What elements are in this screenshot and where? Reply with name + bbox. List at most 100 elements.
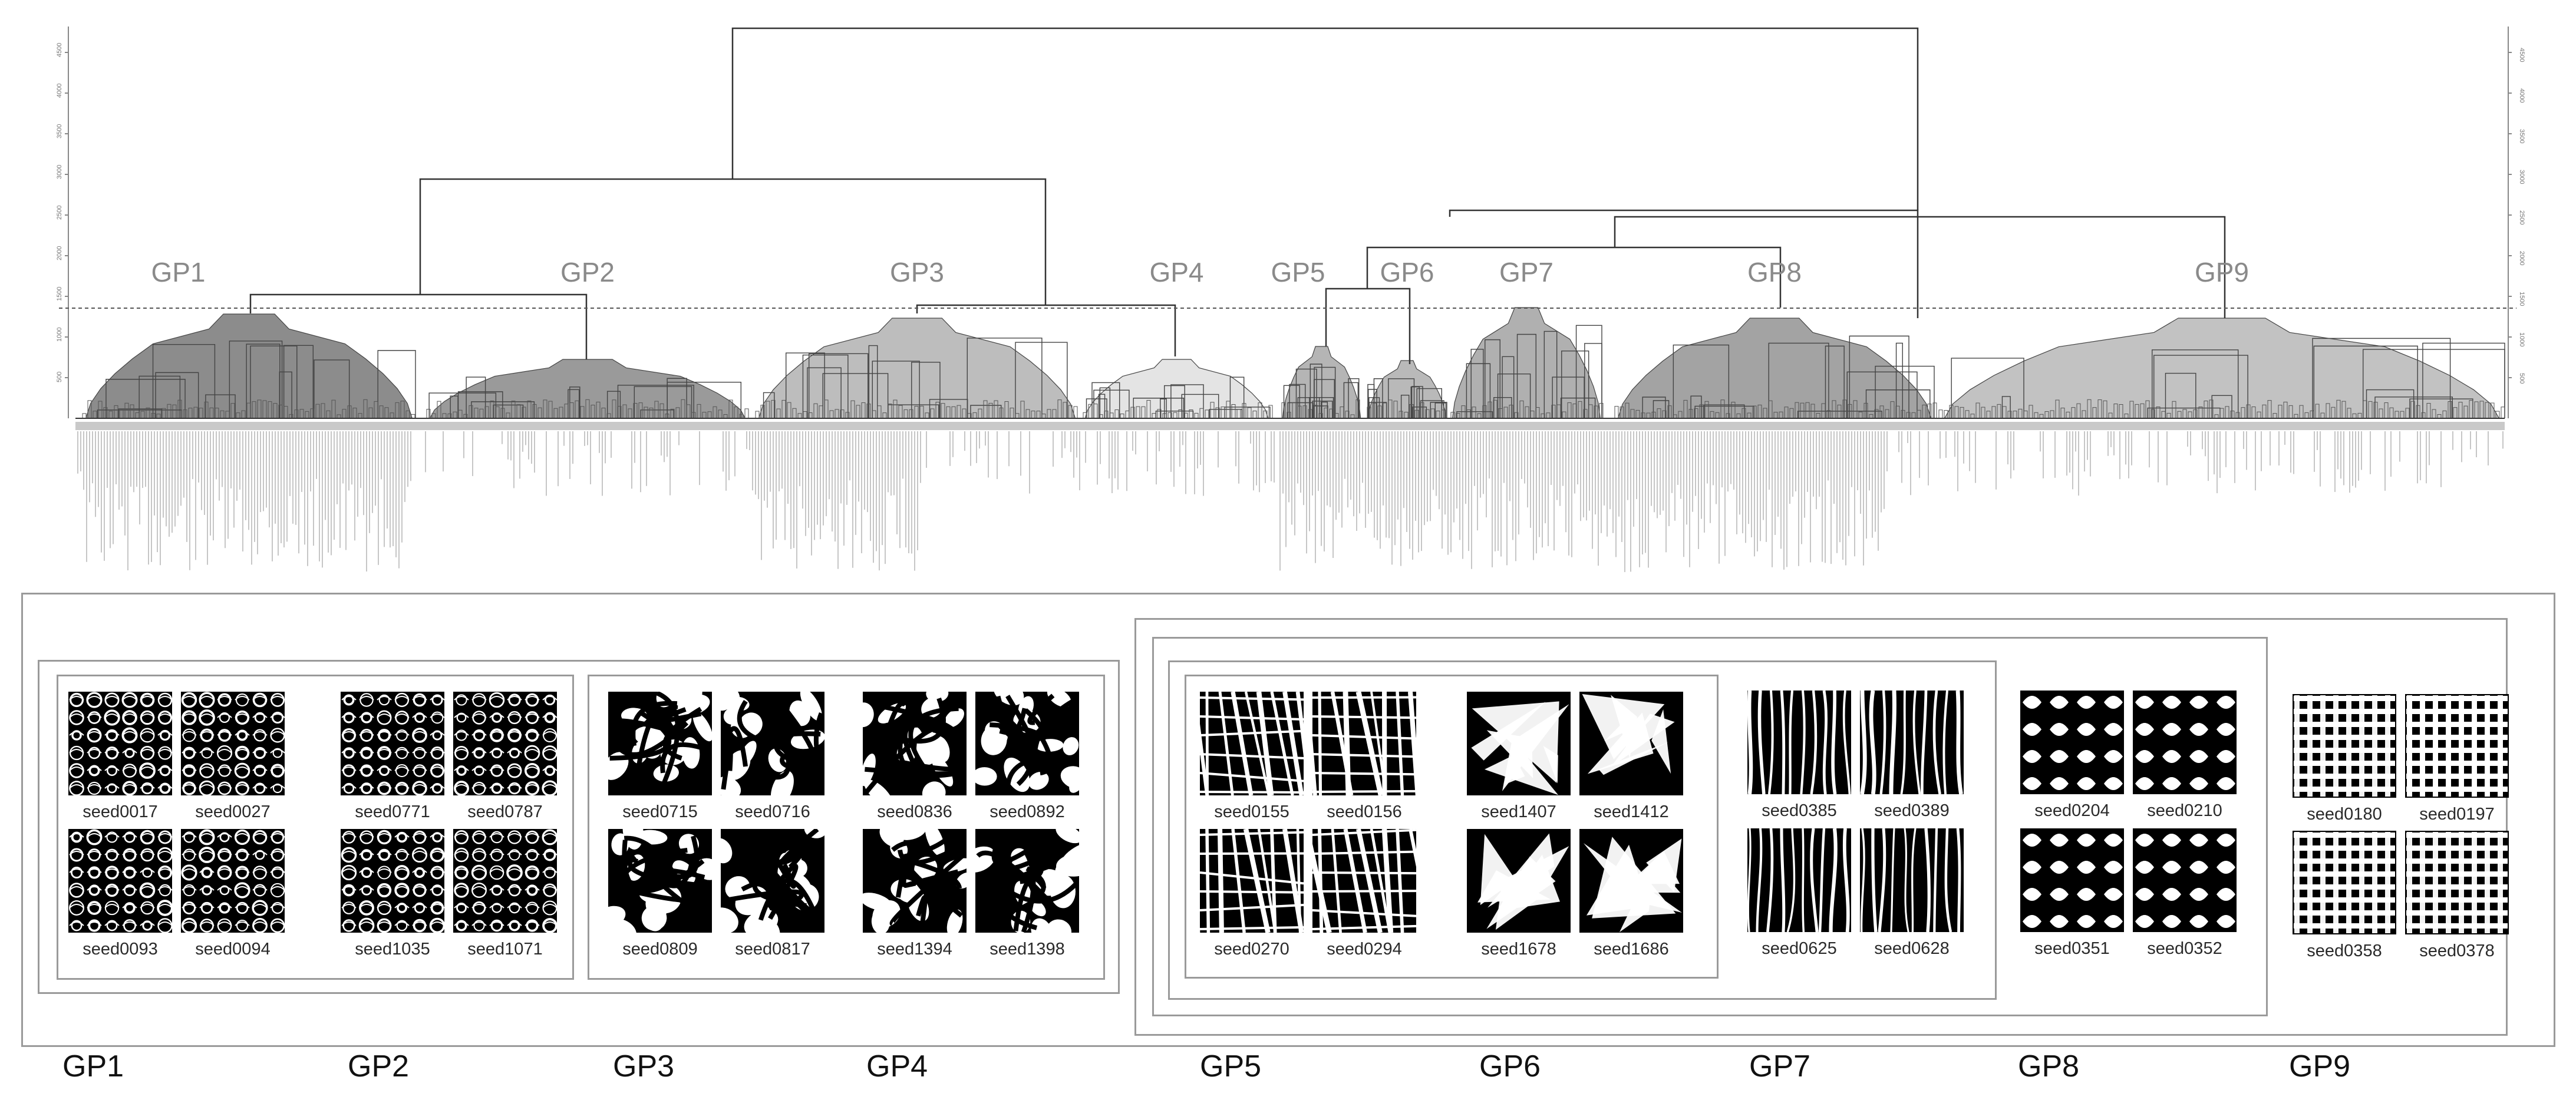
leaf-link [543,399,547,418]
leaf-link [728,399,733,418]
leaf-link [840,409,845,418]
subtree-link [1470,349,1484,418]
leaf-link [183,409,187,418]
leaf-link [2320,412,2325,418]
leaf-link [2097,399,2102,418]
leaf-link [342,409,347,418]
leaf-link [1183,412,1188,418]
leaf-link [1068,405,1073,418]
leaf-link [310,408,315,418]
leaf-link [215,408,219,418]
leaf-link [1313,405,1318,418]
seed-label: seed1412 [1594,802,1669,821]
seed-label: seed0625 [1762,939,1837,958]
seed-pattern-image [2020,691,2124,794]
y-tick-label: 4500 [2518,48,2525,62]
group-label: GP5 [1271,257,1325,288]
leaf-link [734,407,738,418]
leaf-link [580,406,585,418]
leaf-link [82,413,87,418]
leaf-link [1355,399,1360,418]
leaf-link [1816,412,1820,418]
subtree-link [1875,365,1935,418]
subtree-link [2422,342,2505,418]
leaf-link [1562,411,1566,418]
seed-label: seed0836 [877,802,952,821]
leaf-link [967,413,972,418]
leaf-link [718,409,723,418]
leaf-link [1927,404,1932,418]
leaf-link [252,401,256,418]
leaf-link [824,399,829,418]
subtree-link [229,341,283,418]
group-label: GP7 [1499,257,1553,288]
seed-pattern-image [68,829,172,933]
leaf-link [585,399,590,418]
leaf-link [659,403,664,418]
leaf-link [1109,412,1114,418]
leaf-link [1848,404,1852,418]
leaf-link [1757,404,1762,418]
leaf-link [946,406,951,418]
seed-label: seed0716 [735,802,810,821]
frame-gp5-gp7 [1168,660,1997,1000]
leaf-link [1635,409,1640,418]
leaf-link [1965,410,1970,418]
leaf-link [431,413,436,418]
leaf-link [1710,411,1714,418]
seed-label: seed0294 [1327,940,1402,959]
y-tick-label: 2500 [56,206,63,220]
leaf-link [1263,410,1268,418]
seed-label: seed0094 [195,940,271,959]
leaf-link [1194,412,1199,418]
leaf-link [1302,405,1307,418]
leaf-link [1630,409,1635,418]
leaf-link [2140,403,2145,418]
subtree-link [822,373,889,418]
subtree-link [1951,358,2024,418]
frame-gp5-gp6 [1185,675,1719,979]
leaf-link [458,409,463,418]
y-tick-label: 500 [56,372,63,382]
leaf-link [941,403,945,418]
leaf-link [1688,409,1693,418]
leaf-link [1594,405,1598,418]
subtree-link [809,353,869,418]
subtree-link [911,362,941,418]
subtree-link [283,345,314,418]
leaf-link [337,414,341,418]
leaf-link [723,414,728,418]
leaf-link [1498,408,1503,418]
leaf-link [1340,406,1344,418]
leaf-link [1530,411,1535,418]
leaf-link [994,400,998,418]
group-label: GP3 [890,257,944,288]
leaf-link [1895,405,1900,418]
leaf-link [1456,413,1460,418]
leaf-link [707,411,712,418]
leaf-link [119,408,124,418]
leaf-link [532,404,537,418]
seed-pattern-image [863,692,967,795]
leaf-link [1667,405,1672,418]
dendrogram-link [1614,216,2226,318]
leaf-link [1189,409,1193,418]
subtree-link [1170,384,1204,418]
leaf-link [665,414,669,418]
seed-label: seed0352 [2147,939,2222,958]
leaf-link [484,406,489,418]
leaf-link [2495,411,2500,418]
seed-label: seed0809 [622,940,698,959]
subtree-link [1209,409,1243,418]
leaf-link [188,408,193,418]
seed-pattern-image [2405,694,2509,798]
leaf-link [1736,413,1741,418]
subtree-link [2313,345,2418,418]
leaf-link [500,408,505,418]
leaf-link [2394,411,2399,418]
leaf-link [1099,414,1103,418]
leaf-link [2023,410,2028,418]
seed-label: seed0270 [1214,940,1289,959]
leaf-link [495,406,500,418]
